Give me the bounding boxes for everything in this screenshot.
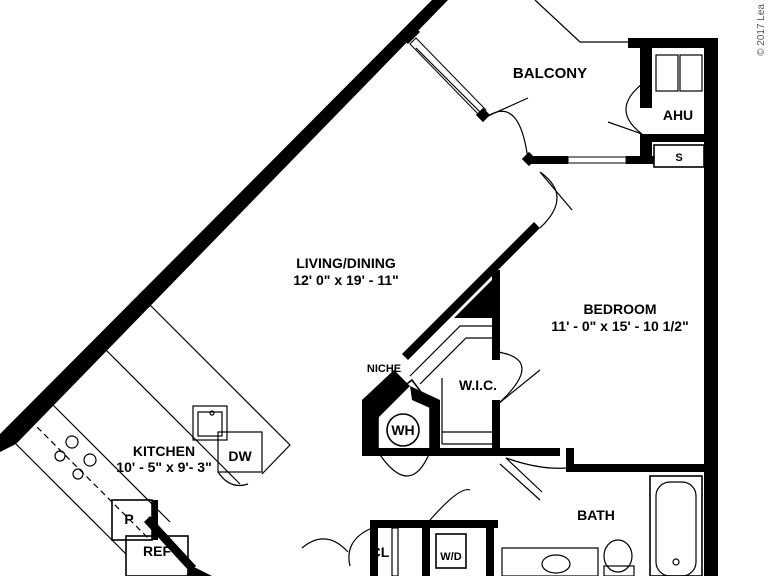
kitchen-sink: [192, 405, 228, 441]
copyright-notice: © 2017 Lea: [756, 4, 767, 56]
closet-label: CL: [371, 544, 390, 560]
bath-sink: [541, 554, 571, 574]
exterior-wall-diagonal: [0, 0, 448, 452]
balcony-door-swing: [487, 110, 529, 161]
bedroom-window: [567, 156, 627, 164]
water-heater-label: WH: [391, 422, 414, 438]
vanity: [501, 547, 599, 576]
kitchen-area: [15, 304, 291, 576]
bath-label: BATH: [577, 507, 615, 523]
ahu-door-swing: [625, 83, 643, 135]
refrigerator-label: REF: [143, 543, 171, 559]
kitchen-size: 10' - 5" x 9'- 3": [116, 459, 211, 475]
kitchen-label: KITCHEN: [133, 443, 195, 459]
balcony-railing: [534, 0, 630, 43]
dishwasher: [217, 431, 263, 473]
walk-in-closet: [409, 325, 541, 454]
water-heater-closet: [362, 370, 500, 477]
wall-wedge: [454, 272, 500, 318]
bedroom-door-swing: [539, 171, 558, 229]
dishwasher-label: DW: [228, 448, 252, 464]
washer-dryer-label: W/D: [440, 551, 461, 563]
water-heater: [386, 413, 420, 447]
wall-living-bedroom: [402, 222, 540, 360]
toilet: [603, 539, 633, 573]
stove: [54, 435, 97, 480]
bedroom-label: BEDROOM: [583, 301, 656, 317]
wic-door-swing: [497, 351, 523, 405]
balcony-label: BALCONY: [513, 65, 587, 82]
niche-label: NICHE: [367, 363, 401, 375]
ahu-label: AHU: [663, 107, 693, 123]
bathtub: [649, 475, 703, 576]
storage-label: S: [675, 152, 682, 164]
living-dining-size: 12' 0" x 19' - 11": [293, 272, 399, 288]
balcony-area: [409, 0, 654, 167]
wall-living-top: [404, 28, 420, 44]
storage-closet: [653, 144, 705, 168]
sliding-door[interactable]: [409, 37, 487, 117]
living-dining-label: LIVING/DINING: [296, 255, 396, 271]
bath-area: [499, 448, 704, 576]
wh-door-swing: [377, 451, 431, 477]
wic-label: W.I.C.: [459, 377, 497, 393]
washer-dryer-unit: [435, 533, 467, 569]
pantry-label: P: [124, 511, 133, 527]
lower-closets: [301, 488, 498, 576]
ahu-closet: [607, 38, 718, 576]
bedroom-size: 11' - 0" x 15' - 10 1/2": [551, 318, 688, 334]
entry-door-swing: [301, 538, 349, 553]
